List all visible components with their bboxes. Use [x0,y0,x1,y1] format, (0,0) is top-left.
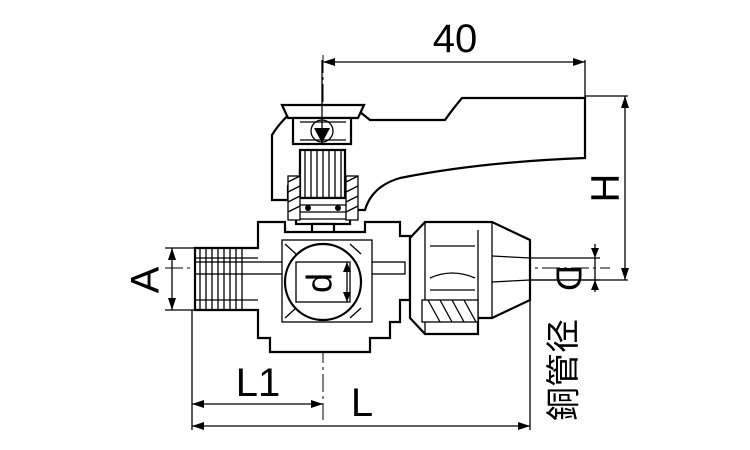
valve-stem [287,148,359,246]
dim-label-l: L [351,381,373,425]
dim-height-h: H [530,95,629,281]
dim-port-d: D [530,244,600,292]
dim-label-port-d: D [548,265,589,291]
dim-top-40: 40 [323,17,586,98]
copper-pipe-label-group: 銅管径 [545,319,583,421]
dim-label-port-a: A [124,266,168,293]
valve-ball [281,239,373,323]
dim-label-top-width: 40 [433,17,478,61]
dim-port-a: A [124,247,195,311]
copper-pipe-diameter-label: 銅管径 [545,319,583,421]
dim-label-l1: L1 [236,361,281,405]
dim-length-l1: L1 [191,310,323,430]
dim-label-bore: d [299,273,340,293]
dim-length-l: L [192,300,531,430]
dim-label-height: H [584,174,628,203]
flare-nut [408,220,532,336]
